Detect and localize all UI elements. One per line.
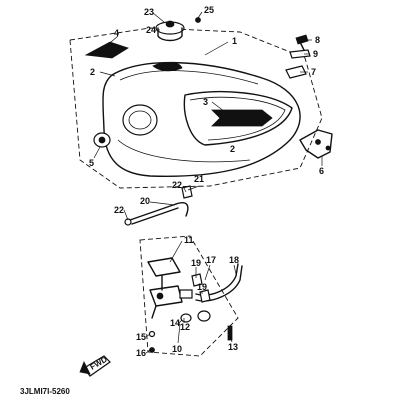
tank-damper (93, 132, 111, 148)
part-code-label: 3JLMI7I-5260 (20, 387, 70, 396)
callout-22-left: 22 (114, 205, 124, 215)
callout-2-left: 2 (90, 67, 95, 77)
tank-emblem (211, 109, 273, 127)
fuel-hose (124, 185, 193, 226)
fuel-cap (155, 20, 185, 42)
fuel-petcock (147, 257, 193, 319)
petcock-lever (180, 310, 233, 341)
callout-labels: 1 2 2 3 4 5 6 7 8 9 10 11 12 13 14 15 16… (89, 5, 324, 358)
left-emblem (84, 41, 129, 59)
callout-24: 24 (146, 25, 156, 35)
callout-11: 11 (184, 235, 194, 245)
callout-4: 4 (114, 28, 119, 38)
callout-25: 25 (204, 5, 214, 15)
callout-23: 23 (144, 7, 154, 17)
callout-15: 15 (136, 332, 146, 342)
tank-assembly-dashed-frame (69, 27, 323, 189)
callout-10: 10 (172, 344, 182, 354)
leader-lines (93, 11, 323, 354)
callout-7: 7 (311, 67, 316, 77)
fuel-tank (102, 61, 301, 177)
callout-1: 1 (232, 36, 237, 46)
callout-22-upper: 22 (172, 180, 182, 190)
callout-19-upper: 19 (191, 258, 201, 268)
cap-screw (195, 17, 201, 23)
callout-3: 3 (203, 97, 208, 107)
callout-16: 16 (136, 348, 146, 358)
callout-14: 14 (170, 318, 180, 328)
vacuum-hose (191, 263, 243, 303)
callout-8: 8 (315, 35, 320, 45)
callout-2-lower: 2 (230, 144, 235, 154)
callout-17: 17 (206, 255, 216, 265)
forward-direction-marker: FWD (79, 355, 111, 377)
petcock-screws (148, 330, 156, 353)
callout-19-lower: 19 (197, 282, 207, 292)
mount-bolt (285, 34, 311, 79)
petcock-assembly-dashed-frame (139, 235, 239, 357)
callout-21: 21 (194, 174, 204, 184)
rear-bracket (299, 129, 333, 159)
callout-9: 9 (313, 49, 318, 59)
callout-18: 18 (229, 255, 239, 265)
callout-20: 20 (140, 196, 150, 206)
callout-5: 5 (89, 158, 94, 168)
callout-13: 13 (228, 342, 238, 352)
callout-6: 6 (319, 166, 324, 176)
callout-12: 12 (180, 322, 190, 332)
